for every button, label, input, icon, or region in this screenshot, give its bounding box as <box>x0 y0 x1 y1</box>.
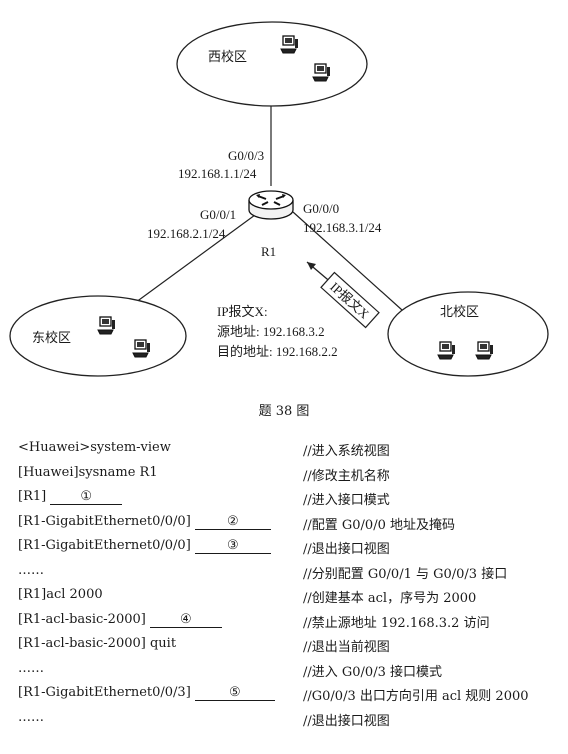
west-campus-label: 西校区 <box>208 49 247 64</box>
command-comment: //修改主机名称 <box>303 468 390 484</box>
north-campus-label: 北校区 <box>440 304 479 319</box>
command-text: [R1-acl-basic-2000] quit <box>18 636 176 651</box>
answer-blank: ③ <box>194 538 271 554</box>
router-icon <box>248 190 294 220</box>
command-code: …… <box>18 660 44 676</box>
command-text: [R1]acl 2000 <box>18 587 103 602</box>
command-comment: //进入系统视图 <box>303 444 390 459</box>
command-comment: //进入 G0/0/3 接口模式 <box>303 664 442 680</box>
command-row: [R1-GigabitEthernet0/0/3]⑤ //G0/0/3 出口方向引… <box>18 685 558 709</box>
command-row: [R1-acl-basic-2000]④ //禁止源地址 192.168.3.2 … <box>18 612 558 636</box>
command-comment: //G0/0/3 出口方向引用 acl 规则 2000 <box>303 689 529 704</box>
answer-blank: ⑤ <box>194 685 275 701</box>
command-code: …… <box>18 562 44 578</box>
command-row: [R1-acl-basic-2000] quit //退出当前视图 <box>18 636 558 660</box>
command-row: [Huawei]sysname R1 //修改主机名称 <box>18 465 558 489</box>
command-row: [R1]① //进入接口模式 <box>18 489 558 513</box>
command-code: [R1-acl-basic-2000] quit <box>18 636 177 651</box>
command-comment: //退出当前视图 <box>303 640 390 655</box>
command-comment: //退出接口视图 <box>303 713 390 729</box>
command-comment: //进入接口模式 <box>303 493 390 508</box>
command-text: …… <box>18 563 44 578</box>
command-text: …… <box>18 710 44 725</box>
command-text: [R1-GigabitEthernet0/0/0]② <box>18 514 271 530</box>
command-code: [R1-GigabitEthernet0/0/0] <box>18 513 191 529</box>
command-text: [R1-GigabitEthernet0/0/3]⑤ <box>18 685 275 701</box>
command-code: <Huawei>system-view <box>18 440 171 455</box>
command-comment: //配置 G0/0/0 地址及掩码 <box>303 517 455 533</box>
arrow-head-icon <box>307 262 316 270</box>
command-code: …… <box>18 709 44 725</box>
command-row: …… //进入 G0/0/3 接口模式 <box>18 661 558 685</box>
east-campus-label: 东校区 <box>32 330 71 345</box>
command-row: …… //退出接口视图 <box>18 710 558 734</box>
link-north <box>292 211 403 311</box>
command-text: [R1]① <box>18 489 123 505</box>
command-code: [R1] <box>18 489 47 504</box>
packet-title: IP报文X: <box>217 304 268 319</box>
answer-blank: ④ <box>149 612 222 628</box>
command-comment: //分别配置 G0/0/1 与 G0/0/3 接口 <box>303 566 508 582</box>
west-campus-ellipse <box>176 21 368 107</box>
command-code: [R1-GigabitEthernet0/0/3] <box>18 685 191 700</box>
interface-g003-ip: 192.168.1.1/24 <box>178 166 257 181</box>
north-campus-ellipse <box>387 291 549 377</box>
packet-destination: 目的地址: 192.168.2.2 <box>217 344 338 359</box>
router-name: R1 <box>261 244 276 259</box>
interface-g003-label: G0/0/3 <box>228 148 264 163</box>
command-text: [Huawei]sysname R1 <box>18 465 158 480</box>
interface-g001-ip: 192.168.2.1/24 <box>147 226 226 241</box>
command-comment: //禁止源地址 192.168.3.2 访问 <box>303 615 490 631</box>
command-row: [R1-GigabitEthernet0/0/0]③ //退出接口视图 <box>18 538 558 562</box>
command-row: …… //分别配置 G0/0/1 与 G0/0/3 接口 <box>18 563 558 587</box>
link-east <box>127 214 256 309</box>
figure-caption: 题 38 图 <box>258 404 310 419</box>
command-comment: //退出接口视图 <box>303 542 390 557</box>
interface-g001-label: G0/0/1 <box>200 207 236 222</box>
command-text: [R1-GigabitEthernet0/0/0]③ <box>18 538 271 554</box>
answer-blank: ② <box>194 514 271 530</box>
answer-blank: ① <box>50 489 123 505</box>
command-text: …… <box>18 661 44 676</box>
command-row: [R1-GigabitEthernet0/0/0]② //配置 G0/0/0 地址… <box>18 514 558 538</box>
command-code: [R1-GigabitEthernet0/0/0] <box>18 538 191 553</box>
command-code: [R1]acl 2000 <box>18 587 103 602</box>
packet-source: 源地址: 192.168.3.2 <box>217 324 325 339</box>
interface-g000-ip: 192.168.3.1/24 <box>303 220 382 235</box>
interface-g000-label: G0/0/0 <box>303 201 339 216</box>
command-text: <Huawei>system-view <box>18 440 171 455</box>
command-row: <Huawei>system-view //进入系统视图 <box>18 440 558 464</box>
network-topology-diagram: 西校区 东校区 北校区 R1 G0/0/3 192.168.1.1/24 G0/… <box>9 21 549 377</box>
command-comment: //创建基本 acl，序号为 2000 <box>303 591 477 606</box>
command-row: [R1]acl 2000 //创建基本 acl，序号为 2000 <box>18 587 558 611</box>
command-code: [Huawei]sysname R1 <box>18 464 158 480</box>
command-text: [R1-acl-basic-2000]④ <box>18 612 222 628</box>
command-code: [R1-acl-basic-2000] <box>18 611 146 627</box>
